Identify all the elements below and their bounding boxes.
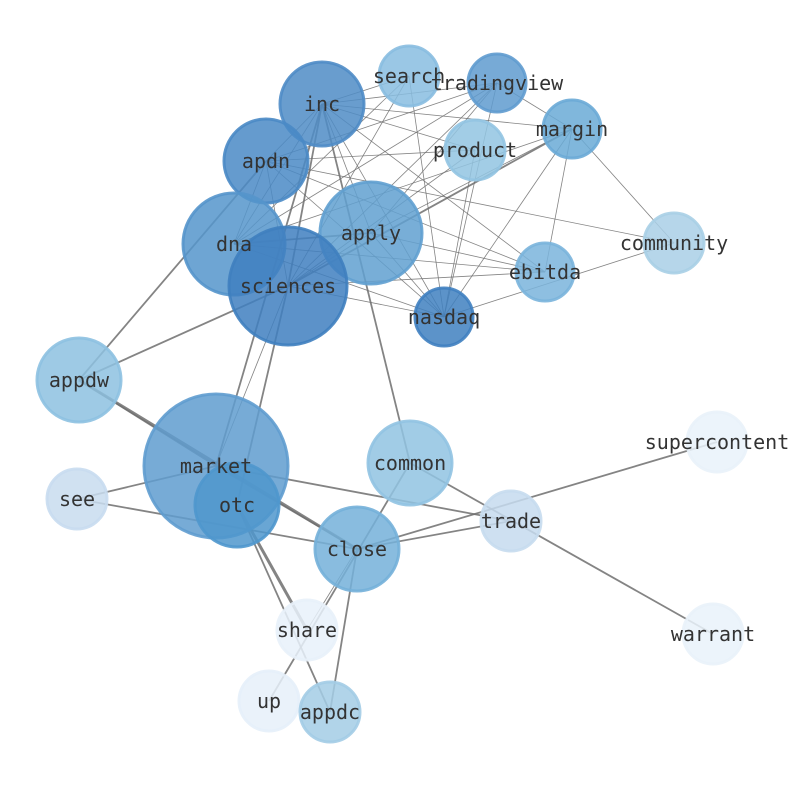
node-label-warrant: warrant: [671, 622, 755, 646]
edges-layer: [76, 75, 718, 713]
node-label-inc: inc: [304, 92, 340, 116]
node-label-ebitda: ebitda: [509, 260, 581, 284]
node-warrant: [681, 602, 745, 666]
node-label-common: common: [374, 451, 446, 475]
node-label-community: community: [620, 231, 728, 255]
node-label-supercontent: supercontent: [645, 430, 790, 454]
node-label-search: search: [373, 64, 445, 88]
edge-inc-ebitda: [321, 103, 546, 273]
node-label-trade: trade: [481, 509, 541, 533]
node-appdc: [298, 680, 362, 744]
node-search: [377, 44, 441, 108]
node-label-margin: margin: [536, 117, 608, 141]
node-label-share: share: [277, 618, 337, 642]
node-close: [313, 505, 401, 593]
node-trade: [479, 489, 543, 553]
node-nasdaq: [413, 286, 475, 348]
node-inc: [278, 60, 366, 148]
node-share: [275, 598, 339, 662]
node-tradingview: [466, 52, 528, 114]
node-label-appdw: appdw: [49, 368, 110, 392]
node-common: [366, 419, 454, 507]
node-margin: [541, 98, 603, 160]
node-sciences: [227, 225, 349, 347]
node-appdw: [35, 336, 123, 424]
node-label-sciences: sciences: [240, 274, 336, 298]
node-up: [237, 669, 301, 733]
node-apply: [318, 180, 424, 286]
node-label-up: up: [257, 689, 281, 713]
edge-margin-nasdaq: [443, 128, 573, 318]
node-label-tradingview: tradingview: [431, 71, 564, 95]
node-label-nasdaq: nasdaq: [408, 305, 480, 329]
edge-dna-margin: [233, 128, 573, 245]
node-label-product: product: [433, 138, 517, 162]
node-label-otc: otc: [219, 493, 255, 517]
node-community: [642, 211, 706, 275]
edge-common-warrant: [409, 462, 714, 635]
node-label-apply: apply: [341, 221, 401, 245]
node-supercontent: [685, 410, 749, 474]
node-label-close: close: [327, 537, 387, 561]
node-see: [45, 467, 109, 531]
node-label-dna: dna: [216, 232, 252, 256]
edge-tradingview-nasdaq: [443, 82, 498, 318]
node-label-appdc: appdc: [300, 700, 360, 724]
node-ebitda: [514, 241, 576, 303]
node-otc: [193, 461, 281, 549]
node-product: [443, 118, 507, 182]
node-label-market: market: [180, 454, 252, 478]
edge-search-nasdaq: [408, 75, 445, 318]
node-label-see: see: [59, 487, 95, 511]
node-label-apdn: apdn: [242, 149, 290, 173]
edge-close-supercontent: [356, 441, 718, 550]
